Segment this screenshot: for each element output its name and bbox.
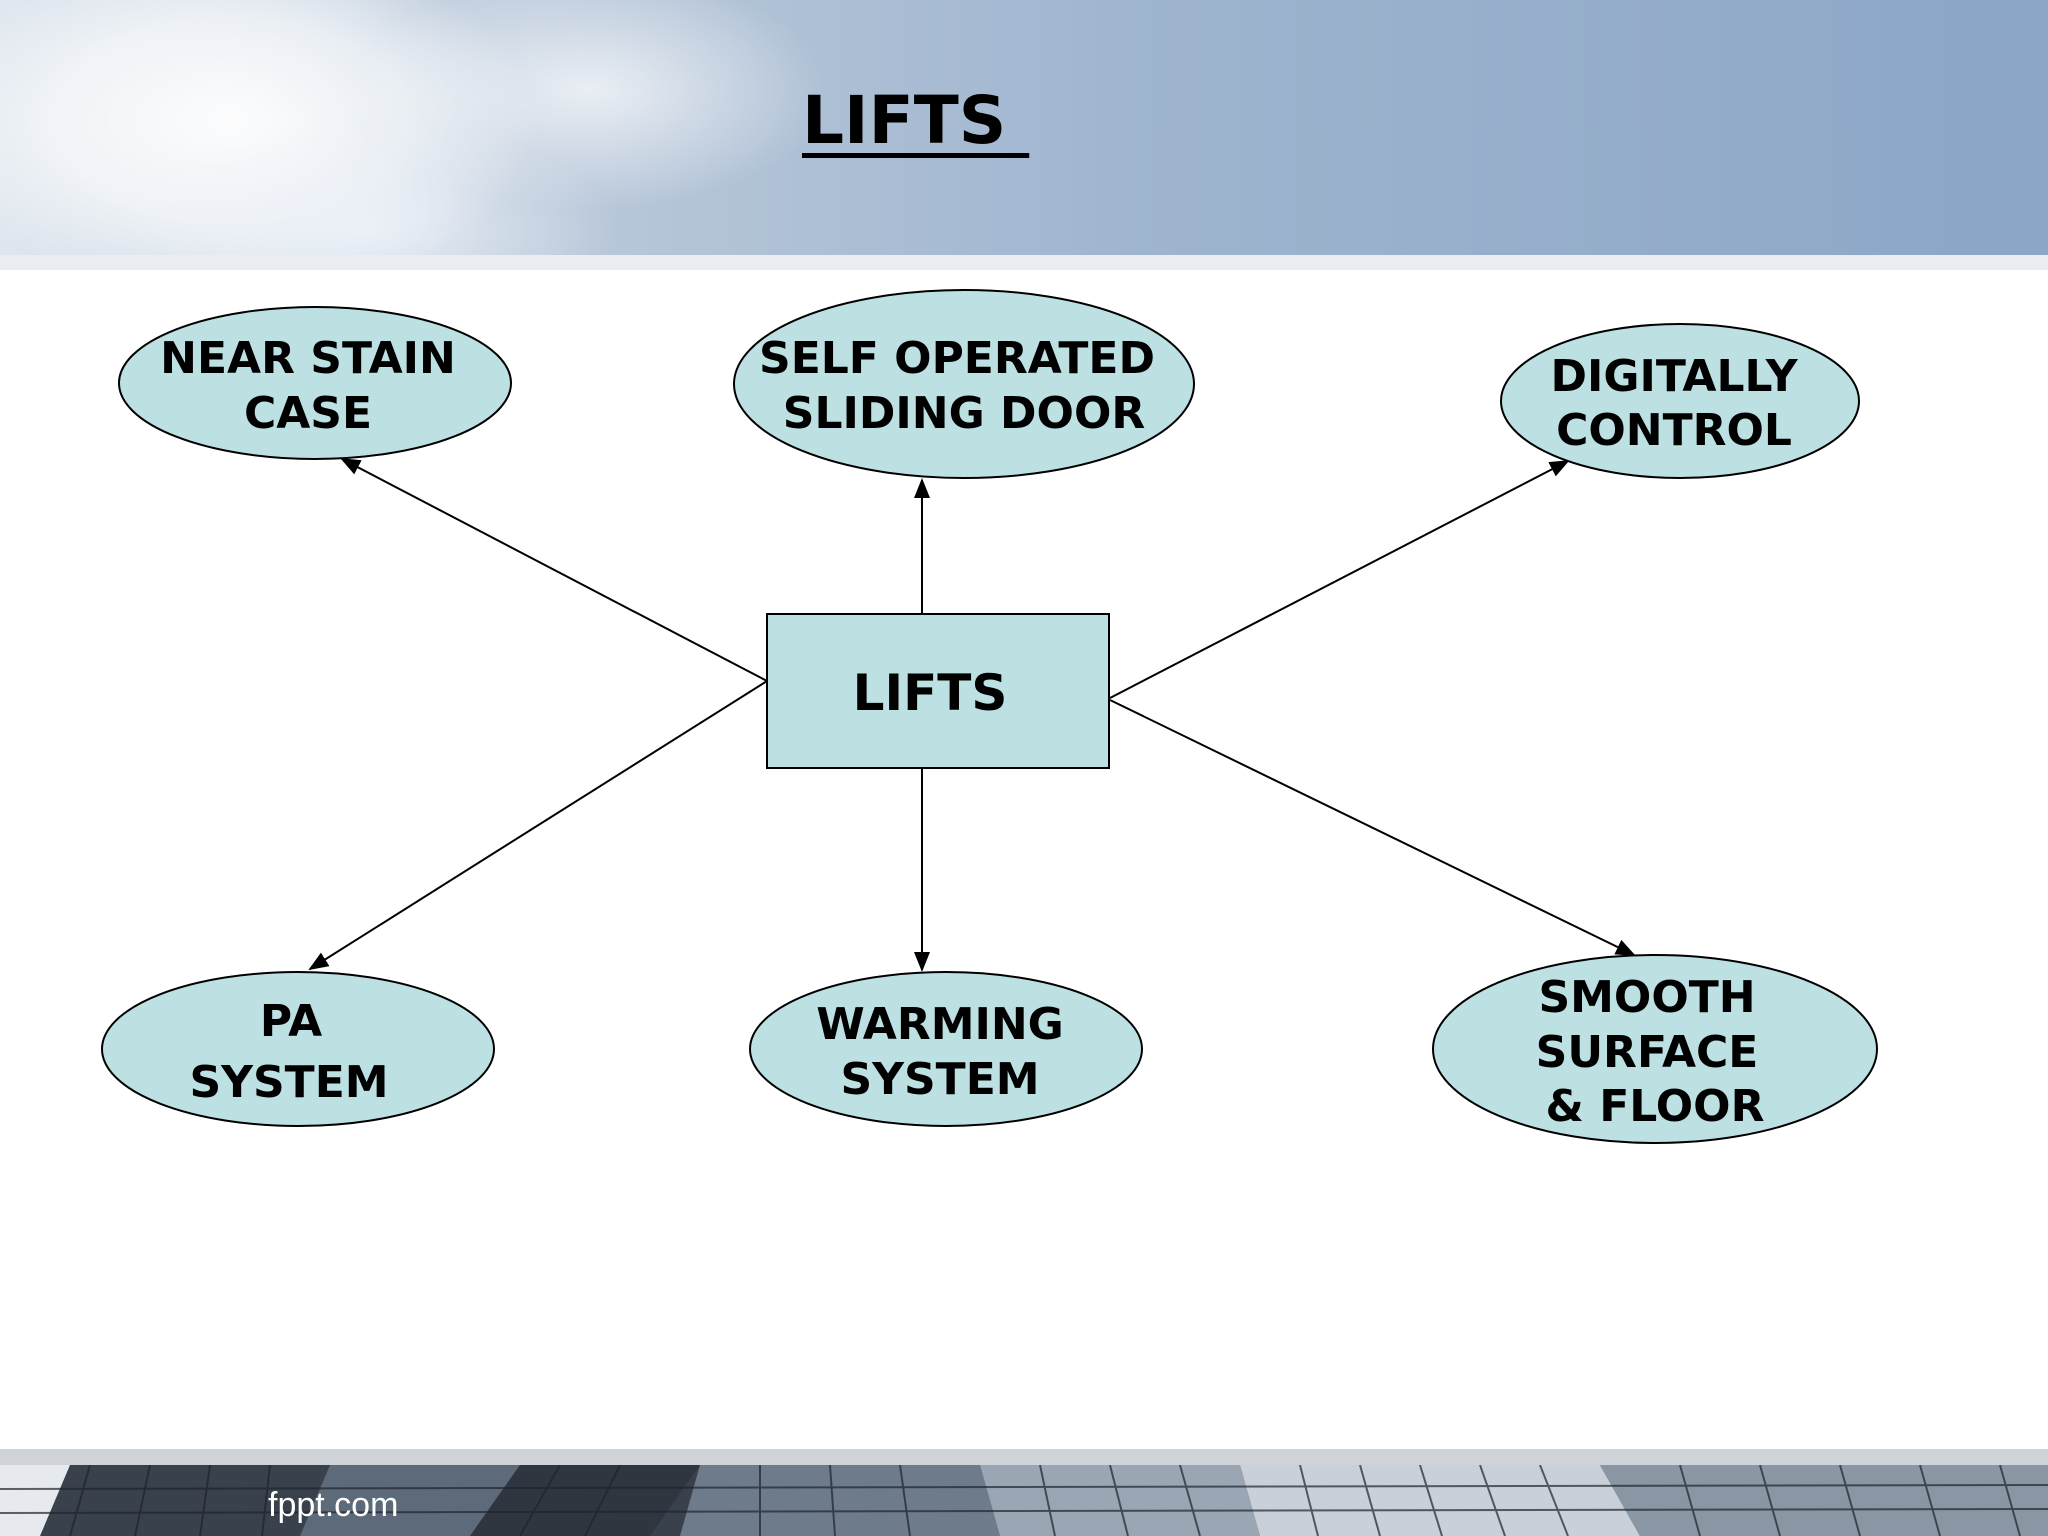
connector-pa-system: [308, 680, 768, 971]
node-digitally-control: [1500, 323, 1860, 479]
node-pa-system-line-2: SYSTEM: [189, 1057, 388, 1108]
node-sliding-door-line-1: SELF OPERATED: [759, 333, 1155, 384]
center-node: [766, 613, 1110, 769]
node-pa-system: [101, 971, 495, 1127]
connector-near-stair-case: [340, 458, 768, 682]
node-digitally-control-line-1: DIGITALLY: [1550, 351, 1798, 402]
node-warming-system-line-2: SYSTEM: [840, 1054, 1039, 1105]
node-smooth-surface-line-2: SURFACE: [1536, 1027, 1759, 1078]
node-smooth-surface: [1432, 954, 1878, 1144]
center-node-label: LIFTS: [853, 664, 1008, 722]
slide-title: LIFTS: [802, 82, 1030, 159]
node-smooth-surface-line-3: & FLOOR: [1546, 1081, 1765, 1132]
sky-cloud: [120, 120, 620, 255]
node-near-stair-case-line-2: CASE: [244, 388, 372, 439]
footer-brand-text: fppt.com: [268, 1486, 399, 1524]
header-divider: [0, 255, 2048, 270]
node-smooth-surface-line-1: SMOOTH: [1538, 972, 1755, 1023]
connector-digitally-control: [1109, 460, 1570, 699]
node-warming-system: [749, 971, 1143, 1127]
footer-banner: [0, 1465, 2048, 1536]
connector-smooth-surface: [1109, 699, 1636, 956]
header-banner: [0, 0, 2048, 255]
footer-divider: [0, 1449, 2048, 1465]
building-facade-graphic: [0, 1465, 2048, 1536]
node-sliding-door: [733, 289, 1195, 479]
node-near-stair-case: [118, 306, 512, 460]
node-pa-system-line-1: PA: [260, 996, 322, 1047]
node-digitally-control-line-2: CONTROL: [1556, 405, 1792, 456]
node-warming-system-line-1: WARMING: [816, 999, 1064, 1050]
node-near-stair-case-line-1: NEAR STAIN: [160, 333, 456, 384]
node-sliding-door-line-2: SLIDING DOOR: [783, 388, 1145, 439]
